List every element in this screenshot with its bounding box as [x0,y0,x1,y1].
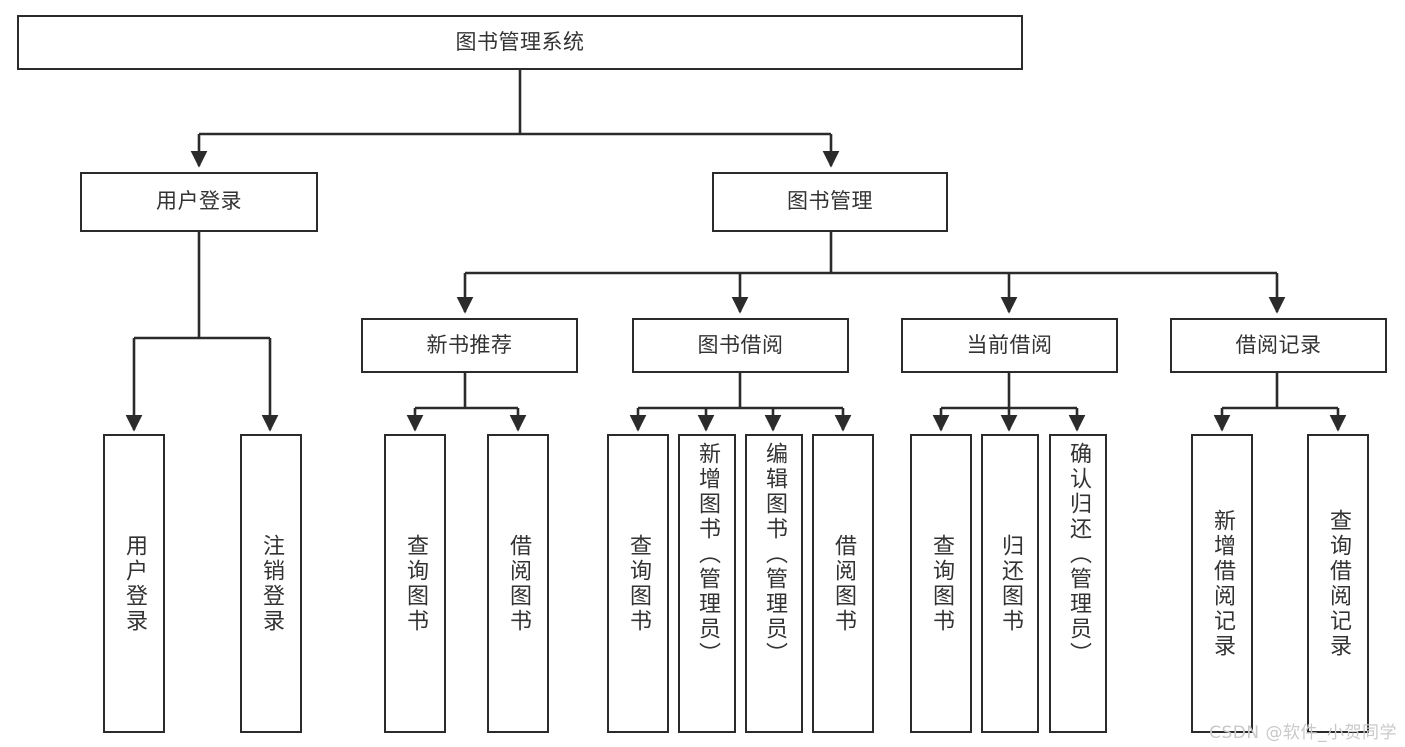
leaf-borrow-book-recommend[interactable]: 借阅图书 [487,434,549,733]
leaf-query-borrow-record-label: 查询借阅记录 [1325,508,1351,659]
node-user-login[interactable]: 用户登录 [80,172,318,232]
leaf-user-login-label: 用户登录 [121,533,147,634]
node-new-book-recommend-label: 新书推荐 [426,332,513,357]
leaf-query-book-recommend-label: 查询图书 [402,533,428,634]
leaf-user-login[interactable]: 用户登录 [103,434,165,733]
leaf-edit-book-admin-label: 编辑图书（管理员） [761,442,787,667]
node-borrow-record[interactable]: 借阅记录 [1170,318,1387,373]
leaf-edit-book-admin[interactable]: 编辑图书（管理员） [745,434,803,733]
node-book-management-label: 图书管理 [787,189,873,214]
leaf-query-book-borrow-label: 查询图书 [625,533,651,634]
leaf-add-borrow-record[interactable]: 新增借阅记录 [1191,434,1253,733]
leaf-query-book-recommend[interactable]: 查询图书 [384,434,446,733]
leaf-logout[interactable]: 注销登录 [240,434,302,733]
leaf-add-book-admin[interactable]: 新增图书（管理员） [678,434,736,733]
node-book-borrow-label: 图书借阅 [697,332,784,357]
leaf-query-book-current[interactable]: 查询图书 [910,434,972,733]
leaf-return-book[interactable]: 归还图书 [981,434,1039,733]
leaf-add-book-admin-label: 新增图书（管理员） [694,442,720,667]
node-root[interactable]: 图书管理系统 [17,15,1023,70]
node-book-borrow[interactable]: 图书借阅 [632,318,849,373]
node-borrow-record-label: 借阅记录 [1235,332,1322,357]
node-root-label: 图书管理系统 [455,29,585,54]
node-current-borrow[interactable]: 当前借阅 [901,318,1118,373]
node-current-borrow-label: 当前借阅 [966,332,1053,357]
leaf-borrow-book-recommend-label: 借阅图书 [505,533,531,634]
leaf-logout-label: 注销登录 [258,533,284,634]
leaf-add-borrow-record-label: 新增借阅记录 [1209,508,1235,659]
leaf-query-borrow-record[interactable]: 查询借阅记录 [1307,434,1369,733]
leaf-borrow-book-label: 借阅图书 [830,533,856,634]
leaf-query-book-borrow[interactable]: 查询图书 [607,434,669,733]
leaf-confirm-return-admin-label: 确认归还（管理员） [1065,442,1091,667]
leaf-confirm-return-admin[interactable]: 确认归还（管理员） [1049,434,1107,733]
leaf-borrow-book[interactable]: 借阅图书 [812,434,874,733]
node-user-login-label: 用户登录 [156,189,242,214]
watermark: CSDN @软件_小贺同学 [1209,723,1397,743]
leaf-return-book-label: 归还图书 [997,533,1023,634]
node-new-book-recommend[interactable]: 新书推荐 [361,318,578,373]
node-book-management[interactable]: 图书管理 [712,172,948,232]
leaf-query-book-current-label: 查询图书 [928,533,954,634]
